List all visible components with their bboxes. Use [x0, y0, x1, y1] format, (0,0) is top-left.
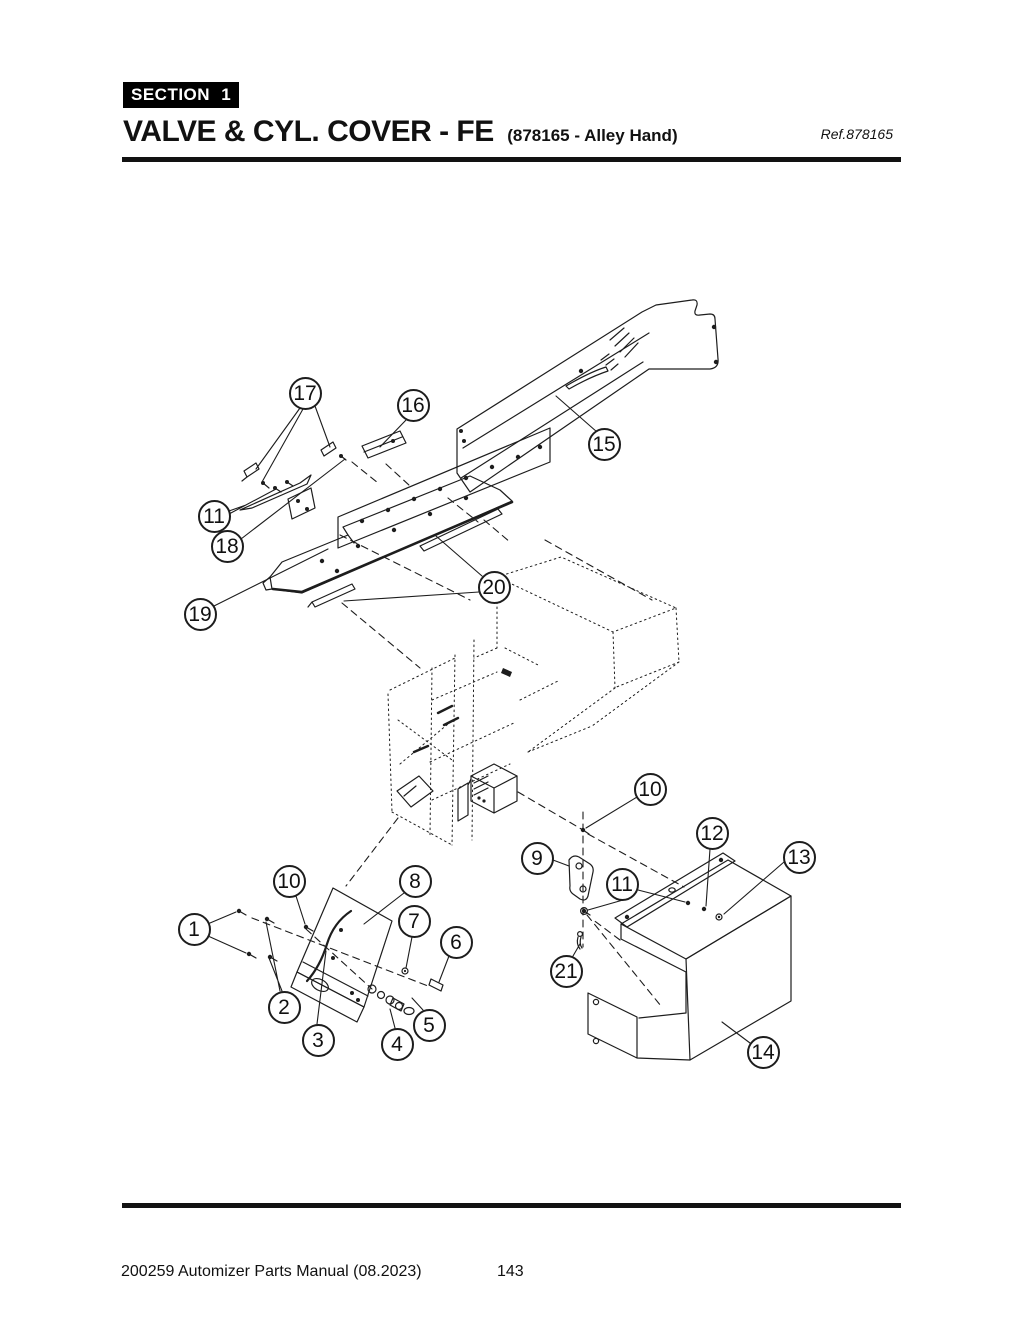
callout-7: 7 [397, 904, 431, 938]
callout-2: 2 [267, 990, 301, 1024]
footer-rule [122, 1203, 901, 1208]
callout-1: 1 [177, 912, 211, 946]
callout-21: 21 [549, 954, 583, 988]
callout-19: 19 [183, 597, 217, 631]
callout-13: 13 [782, 840, 816, 874]
callout-17: 17 [288, 376, 322, 410]
part-small-items [239, 430, 503, 608]
footer-page-number: 143 [497, 1263, 524, 1280]
callout-20: 20 [477, 570, 511, 604]
callout-10: 10 [272, 864, 306, 898]
callout-8: 8 [398, 864, 432, 898]
part-rail-assembly [262, 427, 551, 594]
reference-number: Ref.878165 [820, 126, 893, 142]
callout-11: 11 [197, 499, 231, 533]
callout-10: 10 [633, 772, 667, 806]
page-title-row: VALVE & CYL. COVER - FE (878165 - Alley … [123, 115, 678, 149]
callout-15: 15 [587, 427, 621, 461]
leader-lines [207, 395, 785, 1044]
callout-6: 6 [439, 925, 473, 959]
page-subtitle: (878165 - Alley Hand) [507, 126, 678, 145]
callout-16: 16 [396, 388, 430, 422]
header-rule [122, 157, 901, 162]
callout-4: 4 [380, 1027, 414, 1061]
part-plate-8 [236, 887, 444, 1023]
truck-sketch [387, 556, 680, 846]
part-cover-15 [456, 299, 719, 493]
dashed-alignment-lines [251, 461, 685, 1007]
callout-5: 5 [412, 1008, 446, 1042]
diagram-line-art [207, 299, 792, 1061]
truck-sketch-bold-marks [396, 668, 512, 808]
page-title: VALVE & CYL. COVER - FE [123, 115, 494, 148]
part-cover-14 [587, 852, 792, 1061]
callout-11: 11 [605, 867, 639, 901]
callout-12: 12 [695, 816, 729, 850]
callout-3: 3 [301, 1023, 335, 1057]
callout-9: 9 [520, 841, 554, 875]
callout-14: 14 [746, 1035, 780, 1069]
callout-18: 18 [210, 529, 244, 563]
footer-document-title: 200259 Automizer Parts Manual (08.2023) [121, 1263, 422, 1280]
section-badge: SECTION 1 [123, 82, 240, 108]
valve-box [457, 763, 518, 822]
